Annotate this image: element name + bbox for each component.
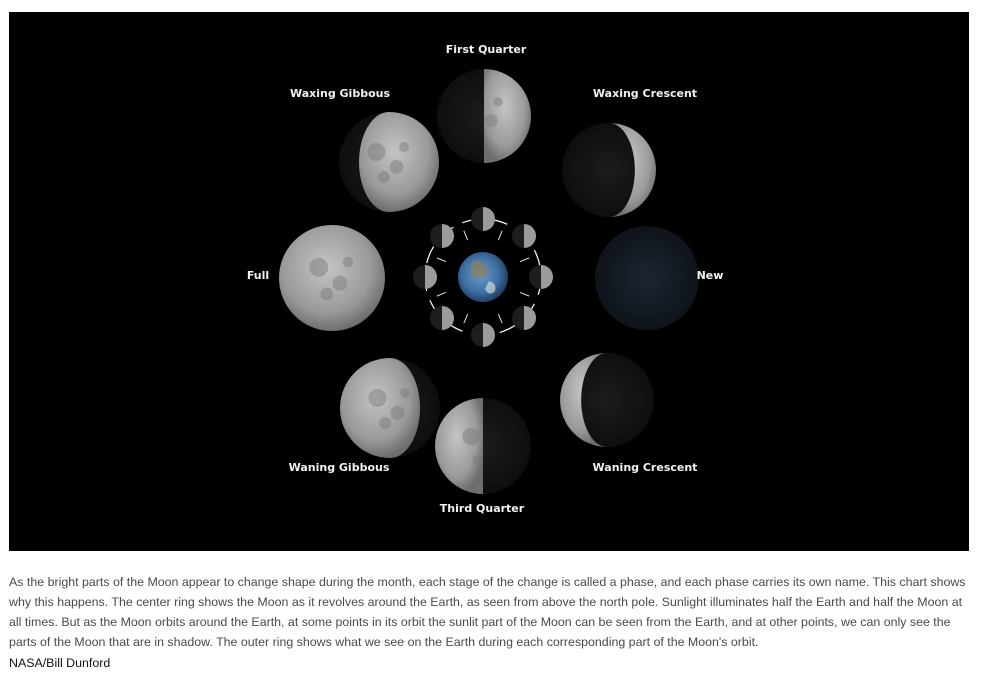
label-first-quarter: First Quarter [445,43,527,56]
moon-waning-crescent-lit [560,353,607,447]
orbit-tick-1 [497,313,503,324]
moon-first-quarter [437,69,531,163]
moon-full [279,225,385,331]
orbit-moon-4-lit [483,323,495,347]
label-waning-crescent: Waning Crescent [592,461,698,474]
moon-full-maria [309,256,354,301]
label-full: Full [246,269,270,282]
orbit-moon-7-lit [441,223,454,248]
moon-phases-diagram: First Quarter Waxing Crescent New Waning… [9,12,969,551]
earth-cloud [485,281,496,294]
moon-new-disc [595,226,699,330]
moon-third-quarter-mare-2 [472,454,484,467]
moon-waning-gibbous-maria [368,388,410,429]
orbit-moon-4 [471,323,495,347]
label-waxing-crescent: Waxing Crescent [592,87,698,100]
moon-waxing-gibbous-lit [359,112,439,212]
moon-full-mare-1 [332,275,348,291]
inner-orbit-ring [413,207,553,347]
moon-first-quarter-maria [483,97,503,136]
moon-phases-graphic [279,69,699,494]
orbit-moon-3-lit [524,306,537,331]
orbit-moon-6-lit [425,265,437,289]
orbit-tick-2 [463,313,469,324]
moon-full-mare-2 [320,287,334,301]
orbit-tick-7 [519,257,530,263]
orbit-moon-5 [429,306,454,331]
orbit-tick-3 [436,291,447,297]
moon-third-quarter [435,398,531,494]
orbit-moon-0 [471,207,495,231]
orbit-moon-1 [512,223,537,248]
orbit-tick-0 [519,291,530,297]
orbit-tick-6 [497,230,503,241]
moon-waning-gibbous-lit [340,358,420,458]
orbit-moon-2 [529,265,553,289]
moon-waxing-gibbous-mare-0 [367,143,386,161]
moon-waning-crescent [560,353,654,447]
moon-waning-gibbous-mare-1 [390,406,405,420]
orbit-tick-4 [436,257,447,263]
moon-third-quarter-maria [462,427,484,467]
moon-waxing-gibbous [339,112,439,212]
moon-third-quarter-lit [435,398,484,494]
moon-waxing-gibbous-mare-1 [389,160,404,174]
orbit-moon-6 [413,265,437,289]
figure-caption: As the bright parts of the Moon appear t… [9,575,966,649]
moon-waning-gibbous-mare-2 [379,417,391,429]
orbit-moon-2-lit [541,265,553,289]
label-third-quarter: Third Quarter [439,502,525,515]
moon-new [595,226,699,330]
label-waning-gibbous: Waning Gibbous [288,461,390,474]
moon-full-lit [279,225,385,331]
moon-waning-gibbous [340,358,440,458]
earth-land [471,260,488,279]
moon-waxing-gibbous-mare-2 [378,171,390,183]
moon-full-mare-0 [309,257,329,277]
moon-waxing-gibbous-mare-3 [399,142,409,152]
orbit-moon-7 [429,223,454,248]
label-waxing-gibbous: Waxing Gibbous [289,87,391,100]
orbit-moon-3 [512,306,537,331]
orbit-moon-1-lit [524,223,537,248]
moon-first-quarter-lit [483,69,531,163]
label-new: New [696,269,724,282]
moon-waxing-crescent [562,123,656,217]
moon-third-quarter-mare-0 [462,427,480,446]
moon-full-mare-3 [342,256,354,268]
orbit-tick-5 [463,230,469,241]
moon-waxing-gibbous-maria [367,142,409,183]
moon-waning-gibbous-mare-0 [368,389,387,407]
orbit-moon-0-lit [483,207,495,231]
moon-first-quarter-mare-1 [484,114,498,128]
image-credit: NASA/Bill Dunford [9,656,111,670]
moon-waning-gibbous-mare-3 [400,388,410,398]
moon-first-quarter-mare-3 [493,97,503,107]
moon-waxing-crescent-lit [609,123,656,217]
outer-phase-ring [279,69,699,494]
orbit-moon-5-lit [441,306,454,331]
